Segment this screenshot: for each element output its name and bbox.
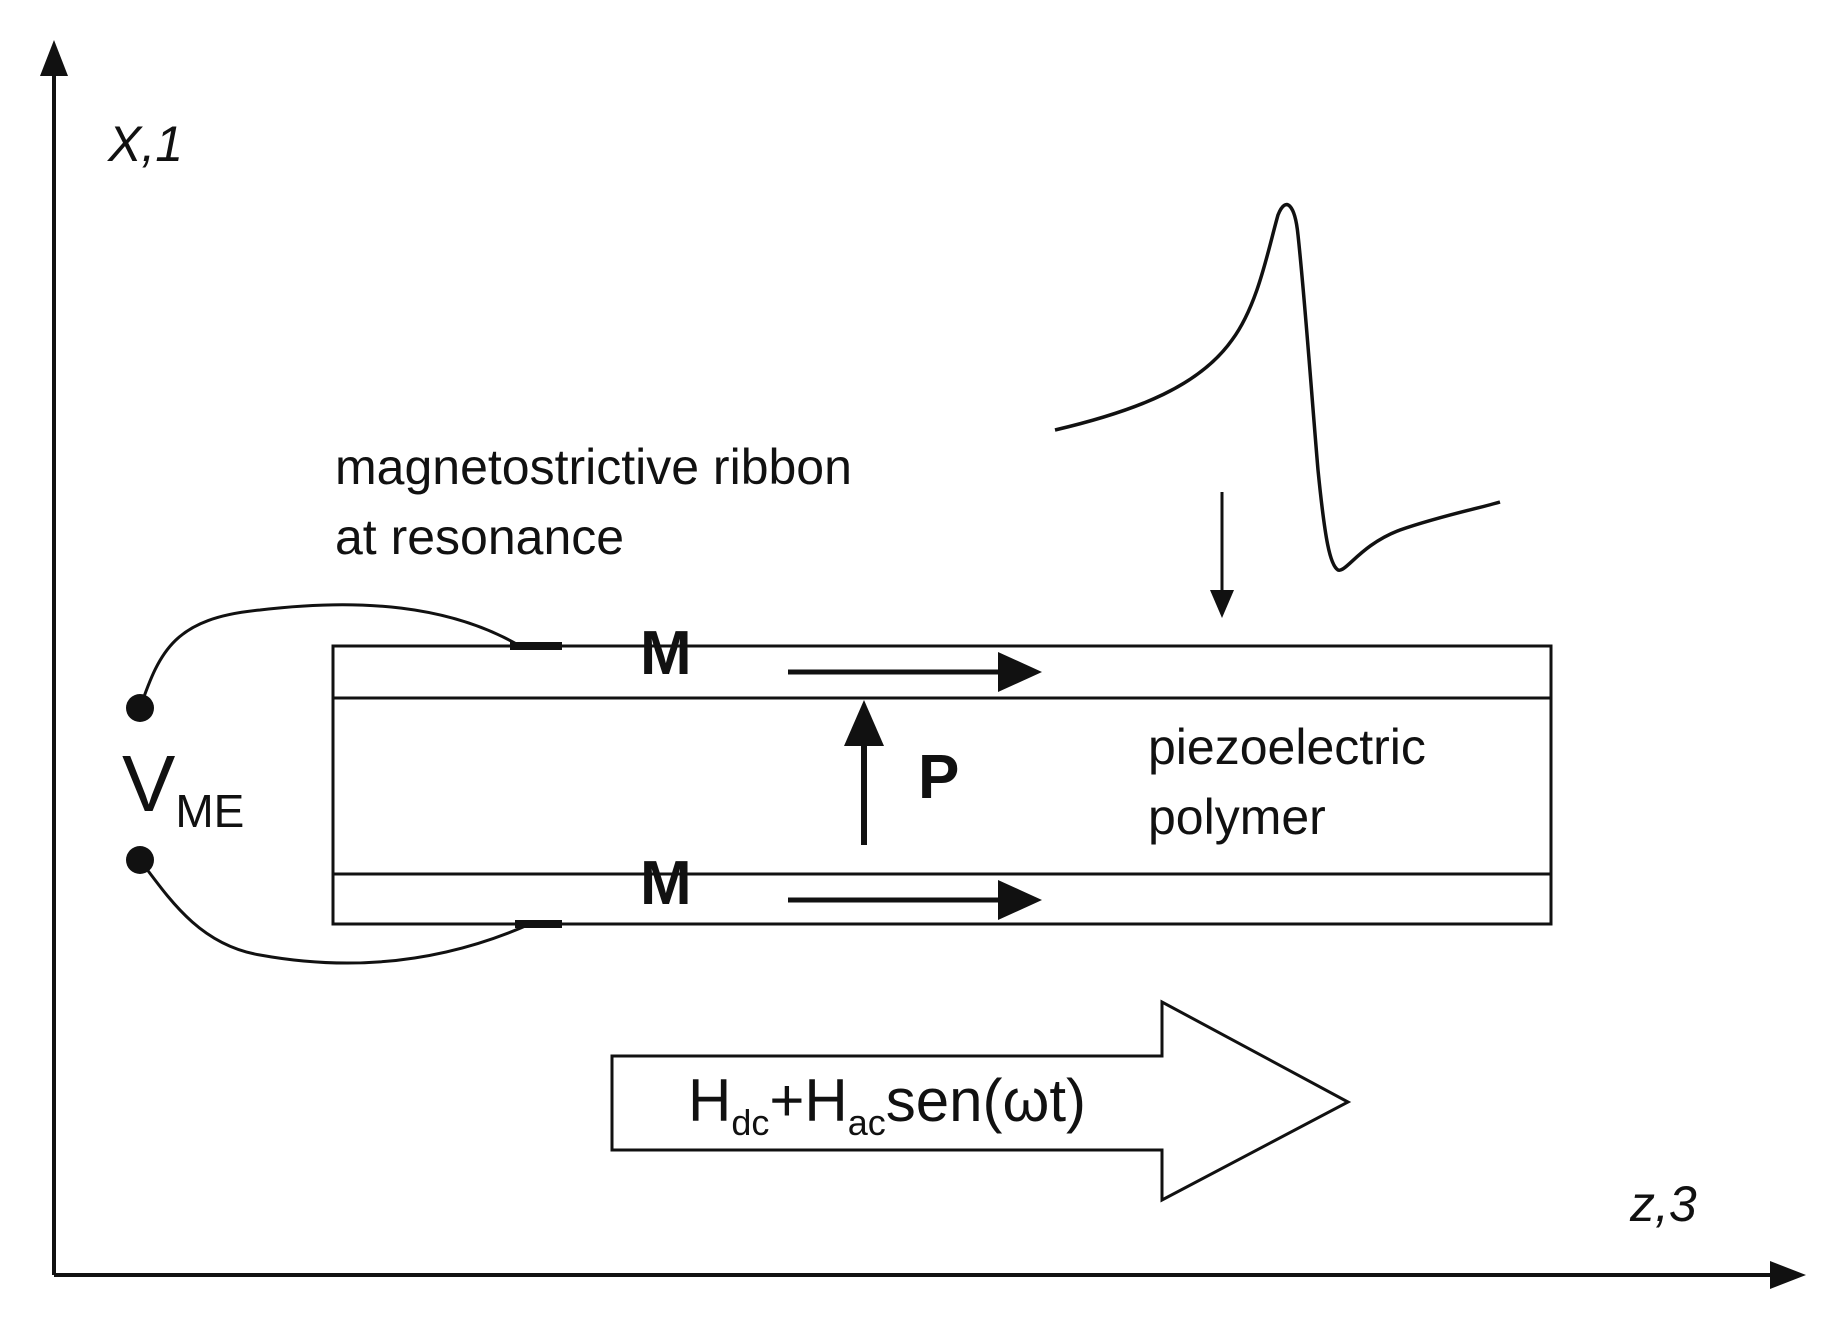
top-terminal-dot bbox=[126, 694, 154, 722]
top-magnetization-label: M bbox=[640, 619, 692, 688]
applied-field-label: Hdc+Hacsen(ωt) bbox=[688, 1066, 1086, 1144]
polarization-label: P bbox=[918, 743, 960, 812]
voltage-subscript: ME bbox=[175, 785, 245, 837]
top-lead-wire bbox=[138, 603, 521, 709]
horizontal-axis-arrowhead bbox=[1770, 1261, 1806, 1289]
resonance-curve bbox=[1054, 202, 1501, 572]
top-magnetization-arrow bbox=[788, 652, 1042, 692]
field-plus-h-ac: +H bbox=[769, 1067, 848, 1134]
piezoelectric-label-line2: polymer bbox=[1148, 789, 1326, 845]
bottom-magnetization-label: M bbox=[640, 849, 692, 918]
voltage-label: VME bbox=[122, 738, 244, 838]
vertical-axis-label: X,1 bbox=[108, 116, 184, 172]
field-ac-subscript: ac bbox=[847, 1102, 886, 1143]
ribbon-label-line2: at resonance bbox=[335, 509, 625, 565]
horizontal-axis-label: z,3 bbox=[1630, 1176, 1697, 1232]
applied-field-arrow bbox=[610, 999, 1352, 1203]
field-dc-subscript: dc bbox=[731, 1102, 770, 1143]
ribbon-label-line1: magnetostrictive ribbon bbox=[335, 439, 852, 495]
field-sine-term: sen(ωt) bbox=[885, 1067, 1086, 1134]
bottom-magnetization-arrow bbox=[788, 880, 1042, 920]
horizontal-axis bbox=[54, 1261, 1806, 1289]
voltage-symbol: V bbox=[122, 739, 176, 828]
bottom-lead-wire bbox=[138, 859, 531, 965]
bottom-terminal-dot bbox=[126, 846, 154, 874]
vertical-axis-arrowhead bbox=[40, 40, 68, 76]
piezoelectric-layer bbox=[331, 696, 1553, 876]
resonance-pointer-arrow bbox=[1210, 492, 1234, 618]
piezoelectric-label-line1: piezoelectric bbox=[1148, 719, 1426, 775]
vertical-axis bbox=[40, 40, 68, 1275]
field-h-dc: H bbox=[688, 1067, 732, 1134]
polarization-arrow bbox=[844, 700, 884, 845]
